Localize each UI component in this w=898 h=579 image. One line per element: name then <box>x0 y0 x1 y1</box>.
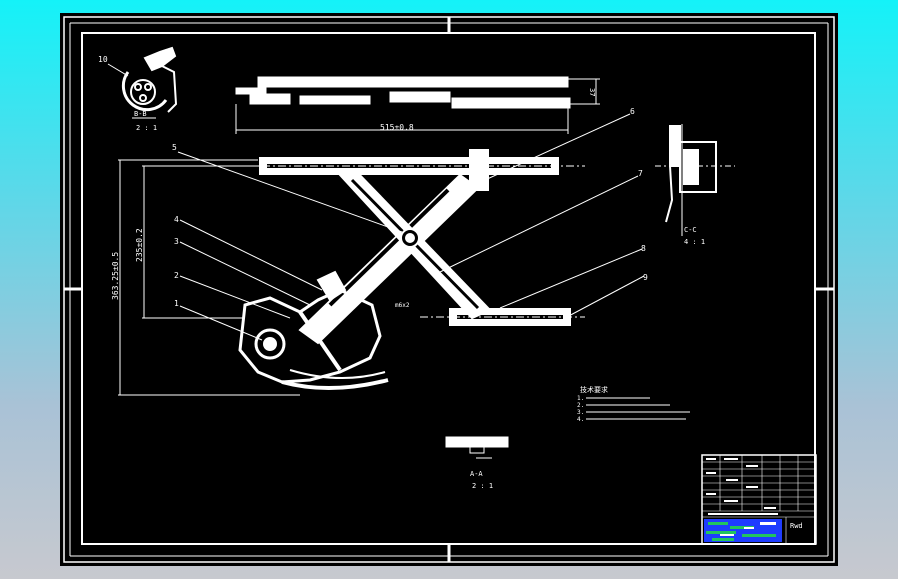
tech-req-line-3: 3. <box>577 409 584 416</box>
vertical-dimensions <box>118 159 300 396</box>
inner-note: m6x2 <box>395 302 410 309</box>
part-label-9: 9 <box>643 273 648 282</box>
tech-req-line-1: 1. <box>577 395 584 402</box>
main-assembly <box>230 149 585 391</box>
dim-overall-length: 515±0.8 <box>380 123 414 132</box>
dim-height: 37 <box>588 88 596 96</box>
section-aa-view <box>445 436 509 459</box>
part-label-6: 6 <box>630 107 635 116</box>
centering-marks <box>64 17 834 562</box>
part-label-5: 5 <box>172 143 177 152</box>
part-label-2: 2 <box>174 271 179 280</box>
section-aa-label: A-A <box>470 470 483 478</box>
tech-req-title: 技术要求 <box>580 385 608 394</box>
part-label-7: 7 <box>638 169 643 178</box>
section-bb-label: B-B <box>134 110 147 118</box>
title-block: Rwd <box>701 454 817 545</box>
section-cc-scale: 4 : 1 <box>684 238 705 246</box>
detail-cc <box>655 124 735 236</box>
part-label-4: 4 <box>174 215 179 224</box>
part-label-8: 8 <box>641 244 646 253</box>
part-label-1: 1 <box>174 299 179 308</box>
tech-req-line-2: 2. <box>577 402 584 409</box>
section-bb-scale: 2 : 1 <box>136 124 157 132</box>
technical-requirements: 技术要求 1. 2. 3. 4. <box>577 385 690 423</box>
frame-ticks <box>69 22 829 557</box>
part-label-10: 10 <box>98 55 108 64</box>
dim-vertical-outer: 363.25±0.5 <box>111 252 120 300</box>
tech-req-line-4: 4. <box>577 416 584 423</box>
top-rail-view <box>235 76 600 134</box>
part-label-3: 3 <box>174 237 179 246</box>
section-cc-label: C-C <box>684 226 697 234</box>
detail-bb <box>107 46 178 119</box>
dim-vertical-inner: 235±0.2 <box>135 228 144 262</box>
leader-lines <box>177 113 645 341</box>
title-block-designer-tag: Rwd <box>790 522 803 530</box>
section-aa-scale: 2 : 1 <box>472 482 493 490</box>
